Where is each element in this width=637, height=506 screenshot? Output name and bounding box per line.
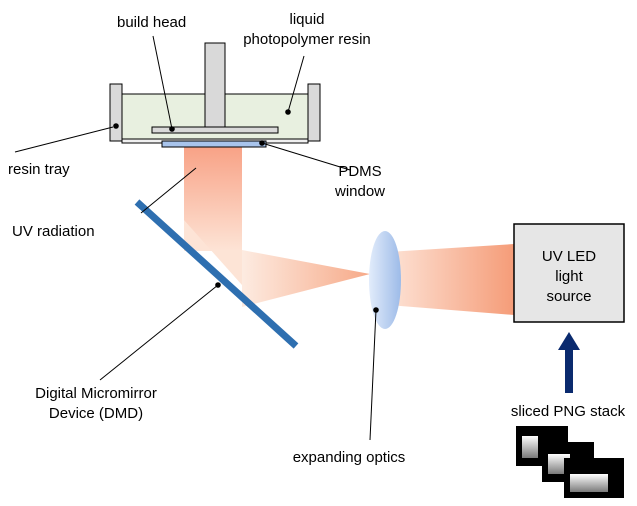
led-label-line2: light [555,268,583,285]
leader-lines [14,35,377,441]
dmd-label-line1: Digital Micromirror [35,385,157,402]
pdms-window [161,140,267,148]
png-stack-label: sliced PNG stack [511,403,626,420]
resin-label-line1: liquid [289,11,324,28]
uv-led-box [513,223,625,323]
uv-beam-vertical [184,147,242,285]
expanding-optics-label: expanding optics [293,449,406,466]
resin-label-line2: photopolymer resin [243,31,371,48]
lens [369,231,401,329]
arrow-up-icon [558,332,580,393]
resin-tray-label: resin tray [8,161,70,178]
dmd-mirror [134,199,299,349]
build-head-label: build head [117,14,186,31]
leader-dots [113,109,379,313]
led-label-line1: UV LED [542,248,596,265]
dmd-label-line2: Device (DMD) [49,405,143,422]
led-label-line3: source [546,288,591,305]
uv-beam-led [388,244,514,315]
build-head [151,42,279,134]
pdms-label-line1: PDMS [338,163,381,180]
uv-radiation-label: UV radiation [12,223,95,240]
pdms-label-line2: window [334,183,385,200]
uv-beam-cone [242,250,370,307]
png-slice-stack [516,426,624,498]
